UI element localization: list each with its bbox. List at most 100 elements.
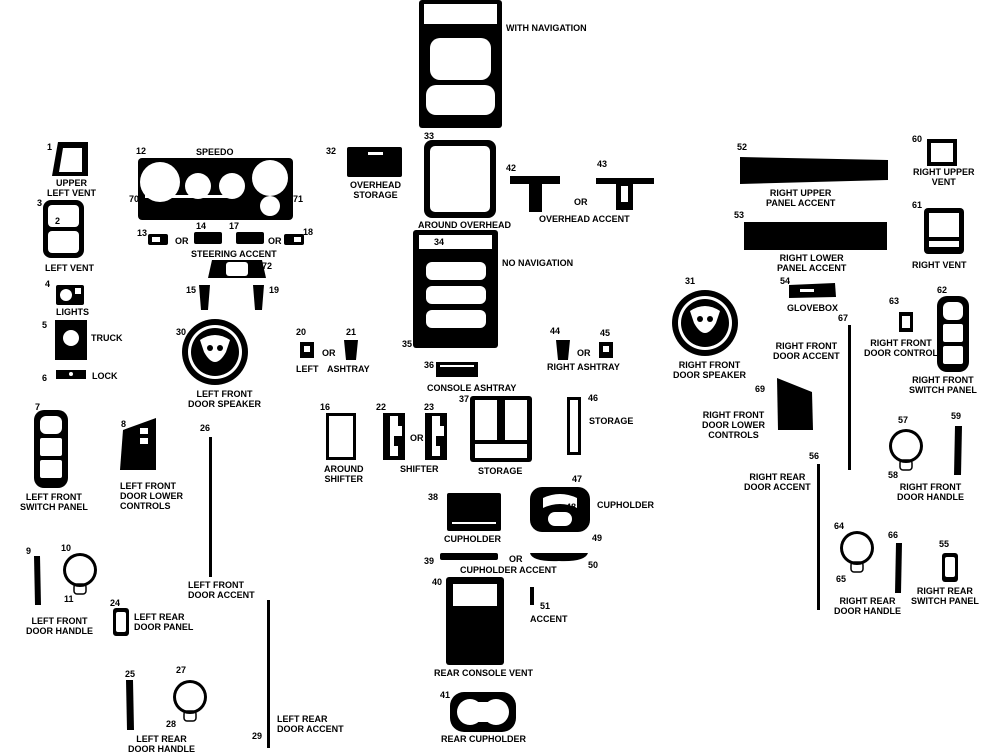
part-number: 50 xyxy=(588,560,599,570)
part-number: 47 xyxy=(572,474,583,484)
part-left-front-door-handle-ring xyxy=(63,553,97,595)
part-number: 46 xyxy=(588,393,599,403)
label-lock: LOCK xyxy=(92,371,118,381)
part-no-navigation-bezel xyxy=(413,230,498,348)
part-number: 22 xyxy=(376,402,387,412)
or-separator: OR xyxy=(410,433,424,443)
label-cupholder-38: CUPHOLDER xyxy=(444,534,502,544)
label-left-rear-door-handle: LEFT REAR DOOR HANDLE xyxy=(128,734,195,754)
label-rear-console-vent: REAR CONSOLE VENT xyxy=(434,668,534,678)
part-cupholder-47 xyxy=(530,487,590,532)
label-storage-center: STORAGE xyxy=(478,466,523,476)
part-steering-accent-13 xyxy=(148,234,168,245)
part-left-rear-door-handle-ring xyxy=(173,680,207,722)
label-speedo: SPEEDO xyxy=(196,147,234,157)
part-number: 2 xyxy=(55,216,61,226)
part-number: 13 xyxy=(137,228,148,238)
part-right-lower-panel-accent xyxy=(744,222,887,250)
part-right-rear-door-handle-ring xyxy=(840,531,874,573)
part-steering-accent-18 xyxy=(284,234,304,245)
part-left-front-door-accent xyxy=(209,437,212,577)
label-upper-left-vent: UPPER LEFT VENT xyxy=(47,178,96,198)
part-lights xyxy=(56,285,84,305)
part-cupholder-38 xyxy=(447,493,501,531)
part-right-ashtray-45 xyxy=(599,342,613,358)
part-right-rear-door-accent xyxy=(817,464,820,610)
part-number: 18 xyxy=(303,227,314,237)
label-storage-46: STORAGE xyxy=(589,416,634,426)
label-truck: TRUCK xyxy=(91,333,123,343)
part-cupholder-accent-50 xyxy=(530,553,588,562)
part-overhead-accent-43 xyxy=(596,178,654,210)
label-overhead-accent: OVERHEAD ACCENT xyxy=(539,214,630,224)
label-left-rear-door-panel: LEFT REAR DOOR PANEL xyxy=(134,612,194,632)
part-number: 39 xyxy=(424,556,435,566)
label-right-front-door-control: RIGHT FRONT DOOR CONTROL xyxy=(864,338,938,358)
part-number: 44 xyxy=(550,326,561,336)
part-number: 34 xyxy=(434,237,445,247)
part-number: 14 xyxy=(196,221,207,231)
part-speedo-bezel xyxy=(138,158,293,220)
label-right-upper-panel-accent: RIGHT UPPER PANEL ACCENT xyxy=(766,188,836,208)
part-number: 17 xyxy=(229,221,240,231)
part-number: 10 xyxy=(61,543,72,553)
label-left-ashtray: LEFT xyxy=(296,364,319,374)
part-with-navigation-bezel xyxy=(419,0,502,128)
part-number: 60 xyxy=(912,134,923,144)
part-console-ashtray xyxy=(436,362,478,377)
part-number: 8 xyxy=(121,419,127,429)
part-right-upper-panel-accent xyxy=(740,157,888,184)
part-around-overhead xyxy=(424,140,496,218)
part-around-shifter xyxy=(326,413,356,460)
part-number: 56 xyxy=(809,451,820,461)
part-number: 28 xyxy=(166,719,177,729)
part-rear-console-vent xyxy=(446,577,504,665)
part-number: 6 xyxy=(42,373,48,383)
part-right-front-door-handle-ring xyxy=(889,429,923,471)
part-number: 53 xyxy=(734,210,745,220)
or-separator: OR xyxy=(509,554,523,564)
part-right-rear-door-handle-strip xyxy=(895,543,902,593)
part-number: 43 xyxy=(597,159,608,169)
or-separator: OR xyxy=(577,348,591,358)
label-right-vent: RIGHT VENT xyxy=(912,260,967,270)
part-number: 21 xyxy=(346,327,357,337)
label-right-front-switch-panel: RIGHT FRONT SWITCH PANEL xyxy=(909,375,977,395)
part-storage-46 xyxy=(567,397,581,455)
part-right-front-door-lower-controls xyxy=(777,378,813,430)
part-number: 42 xyxy=(506,163,517,173)
part-number: 63 xyxy=(889,296,900,306)
part-number: 71 xyxy=(293,194,304,204)
part-number: 61 xyxy=(912,200,923,210)
label-left-rear-door-accent: LEFT REAR DOOR ACCENT xyxy=(277,714,344,734)
part-number: 12 xyxy=(136,146,147,156)
part-left-front-switch-panel xyxy=(34,410,68,488)
part-number: 37 xyxy=(459,394,470,404)
or-separator: OR xyxy=(574,197,588,207)
part-number: 7 xyxy=(35,402,41,412)
part-right-ashtray-44 xyxy=(556,340,570,360)
part-number: 3 xyxy=(37,198,43,208)
part-number: 65 xyxy=(836,574,847,584)
part-right-front-switch-panel xyxy=(937,296,969,372)
part-left-front-door-lower-controls xyxy=(120,418,156,470)
part-number: 38 xyxy=(428,492,439,502)
part-number: 62 xyxy=(937,285,948,295)
label-right-upper-vent: RIGHT UPPER VENT xyxy=(913,167,975,187)
part-number: 15 xyxy=(186,285,197,295)
label-rear-cupholder: REAR CUPHOLDER xyxy=(441,734,527,744)
label-no-navigation: NO NAVIGATION xyxy=(502,258,574,268)
label-right-rear-switch-panel: RIGHT REAR SWITCH PANEL xyxy=(911,586,979,606)
part-19 xyxy=(253,285,264,310)
part-right-upper-vent xyxy=(927,139,957,166)
label-left-front-door-accent: LEFT FRONT DOOR ACCENT xyxy=(188,580,255,600)
part-right-rear-switch-panel xyxy=(942,553,958,582)
part-number: 40 xyxy=(432,577,443,587)
part-steering-accent-17 xyxy=(236,232,264,244)
part-number: 58 xyxy=(888,470,899,480)
part-number: 29 xyxy=(252,731,263,741)
part-left-rear-door-accent xyxy=(267,600,270,748)
part-number: 49 xyxy=(592,533,603,543)
part-number: 48 xyxy=(566,502,577,512)
